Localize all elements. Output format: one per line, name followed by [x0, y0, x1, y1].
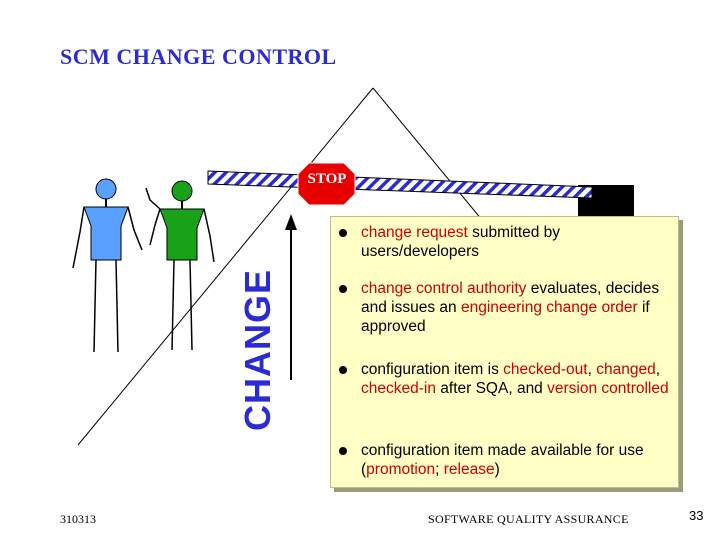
- step-text-segment: ;: [435, 461, 444, 478]
- step-item: change control authority evaluates, deci…: [339, 279, 672, 336]
- stop-sign-label: STOP: [307, 171, 347, 187]
- highlighted-term: change control authority: [361, 280, 527, 297]
- bullet-icon: [339, 229, 347, 237]
- step-text: configuration item made available for us…: [347, 441, 672, 479]
- highlighted-term: changed: [596, 361, 656, 378]
- steps-panel: change request submitted by users/develo…: [330, 216, 679, 488]
- change-vertical-label: CHANGE: [237, 268, 278, 432]
- step-text-segment: evaluates, decides and issues an: [361, 280, 660, 316]
- page-number: 33: [689, 508, 704, 523]
- blue-person: [72, 178, 143, 353]
- step-text-segment: submitted by users/developers: [361, 224, 561, 260]
- step-text-segment: configuration item made available for us…: [361, 442, 644, 478]
- footer-code: 310313: [60, 512, 96, 526]
- highlighted-term: promotion: [366, 461, 436, 478]
- step-item: change request submitted by users/develo…: [339, 223, 672, 261]
- step-text-segment: after SQA, and: [435, 380, 548, 397]
- step-item: configuration item is checked-out, chang…: [339, 360, 672, 398]
- bullet-icon: [339, 447, 347, 455]
- bullet-icon: [339, 366, 347, 374]
- highlighted-term: checked-in: [361, 380, 436, 397]
- step-item: configuration item made available for us…: [339, 441, 672, 479]
- triangle-left-line: [77, 87, 374, 446]
- step-text: configuration item is checked-out, chang…: [347, 360, 672, 398]
- highlighted-term: engineering change order: [460, 299, 638, 316]
- step-text-segment: configuration item is: [361, 361, 504, 378]
- highlighted-term: change request: [361, 224, 468, 241]
- highlighted-term: checked-out: [503, 361, 588, 378]
- step-text: change control authority evaluates, deci…: [347, 279, 672, 336]
- step-text-segment: ,: [655, 361, 661, 378]
- step-text-segment: if approved: [361, 299, 650, 335]
- barrier-arm: [207, 170, 593, 199]
- step-text-segment: ): [494, 461, 500, 478]
- highlighted-term: release: [443, 461, 495, 478]
- bullet-icon: [339, 285, 347, 293]
- change-arrow-head: [285, 214, 297, 230]
- highlighted-term: version controlled: [547, 380, 669, 397]
- green-person: [145, 180, 215, 351]
- step-text-segment: ,: [587, 361, 597, 378]
- footer-course-title: SOFTWARE QUALITY ASSURANCE: [428, 512, 629, 526]
- slide-title: SCM CHANGE CONTROL: [60, 44, 337, 69]
- step-text: change request submitted by users/develo…: [347, 223, 672, 261]
- stop-sign: [297, 162, 356, 206]
